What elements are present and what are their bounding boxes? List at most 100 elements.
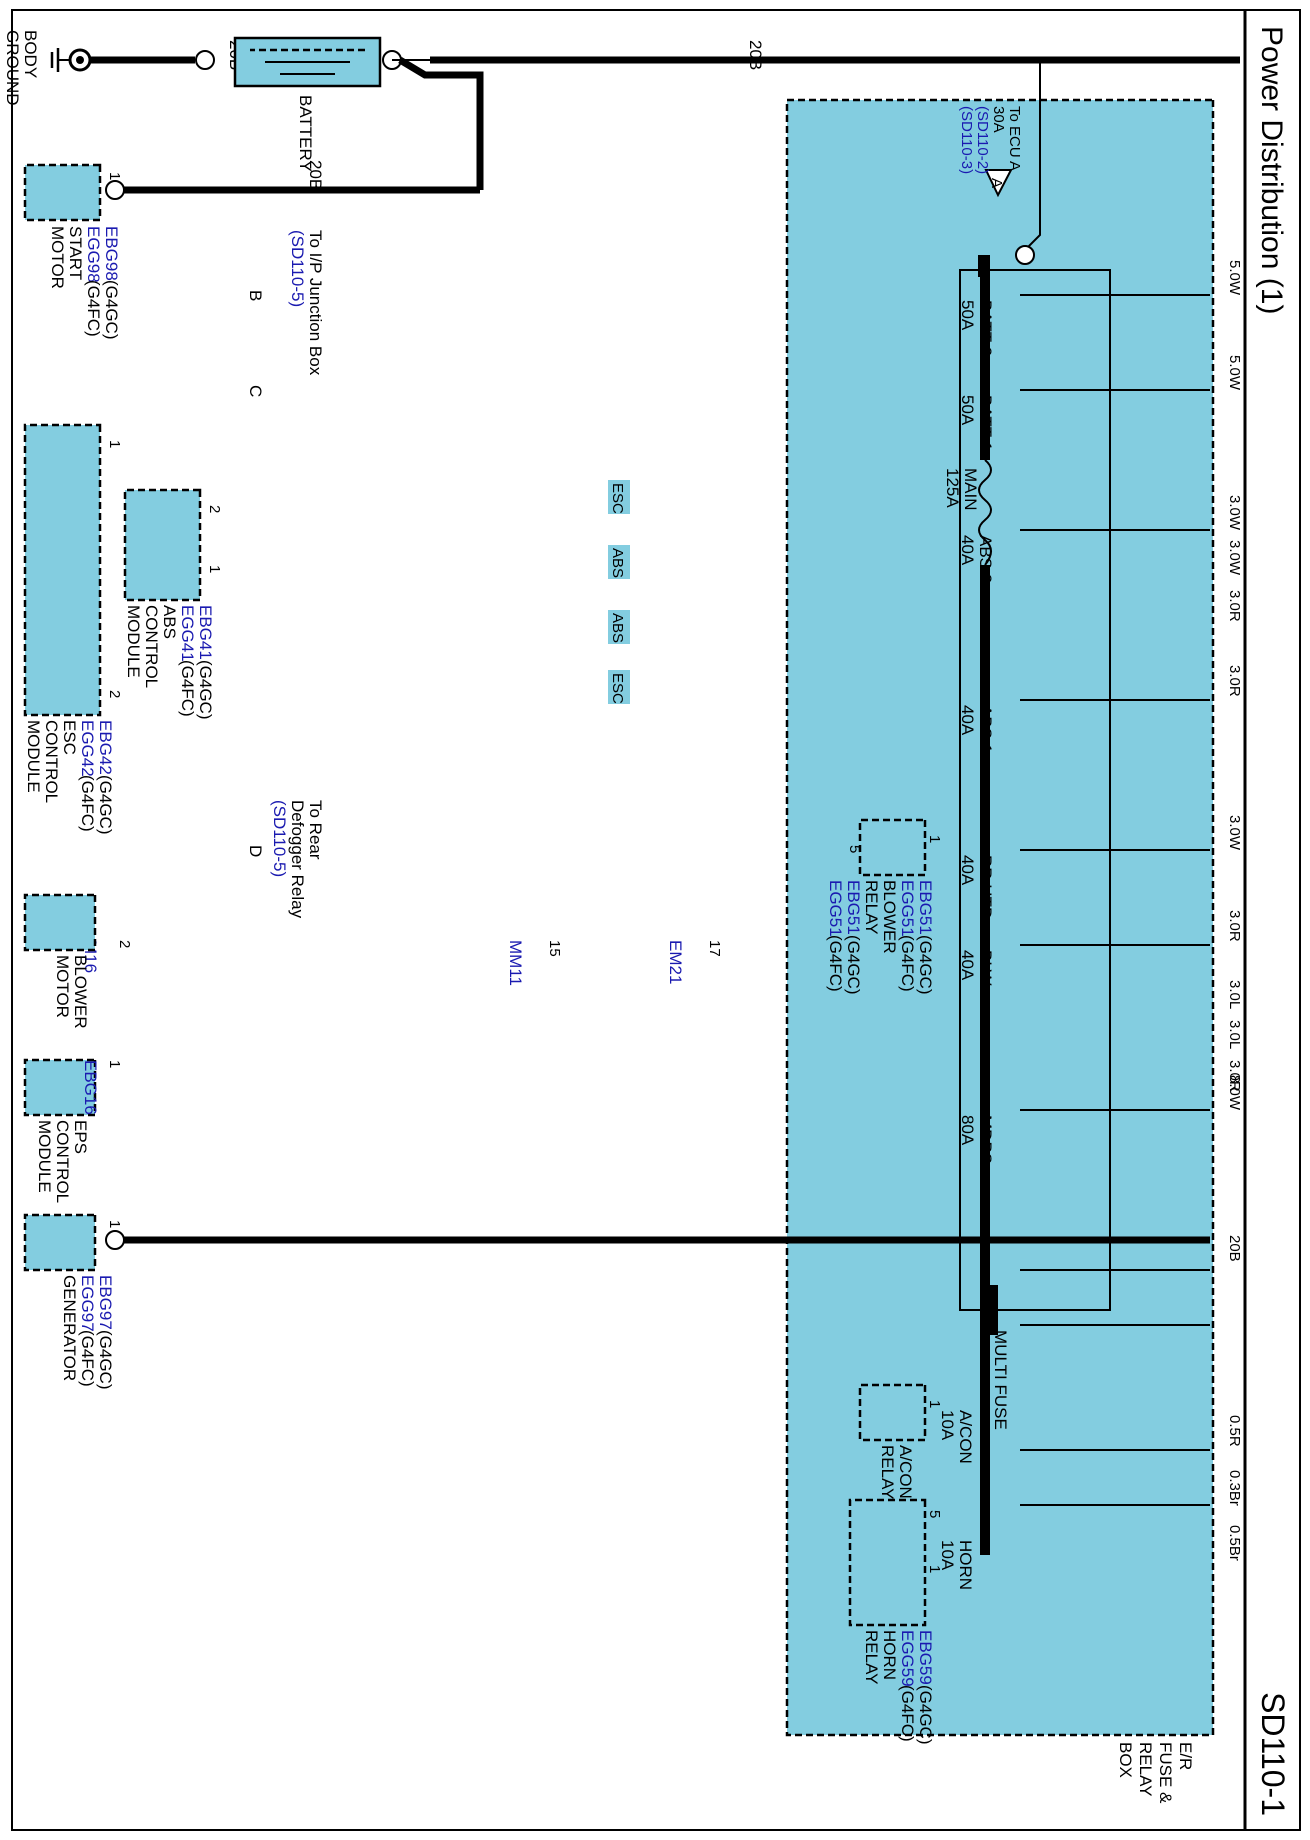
- rear-defogger-name-1: To Rear: [306, 800, 325, 860]
- box-name-line3: RELAY: [1136, 1742, 1155, 1797]
- acon-relay-name-1: A/CON: [896, 1445, 915, 1499]
- start-motor-pin: 1: [106, 172, 123, 180]
- acon-relay: [858, 1383, 927, 1442]
- esc-conn2: EGG42: [78, 720, 97, 777]
- wire-abs-top: 3.0W: [1226, 540, 1243, 576]
- page-title: Power Distribution (1): [1255, 26, 1288, 314]
- sheet-id: SD110-1: [1255, 1692, 1291, 1816]
- ecu-a-name-1: To ECU A: [1006, 106, 1023, 171]
- acon-relay-pin: 1: [926, 1400, 943, 1408]
- blower-conn-out1-var: (G4GC): [844, 935, 863, 995]
- generator-conn1-var: (G4GC): [96, 1330, 115, 1390]
- blower-conn-out2: EGG51: [826, 880, 845, 937]
- fuse-blw-name: BLW: [976, 950, 995, 986]
- wire-batt1: 5.0W: [1226, 355, 1243, 391]
- wire-batt2: 5.0W: [1226, 260, 1243, 296]
- ip-junction-letter-b: B: [246, 290, 265, 301]
- fuse-horn-rating: 10A: [938, 1540, 957, 1571]
- generator-terminal: [105, 1230, 125, 1250]
- tag-esc-bottom: [608, 670, 630, 704]
- fuse-batt2-name: BATT 2: [976, 300, 995, 356]
- horn-conn1-var: (G4GC): [916, 1685, 935, 1745]
- abs-name-3: MODULE: [124, 605, 143, 678]
- rear-defogger-ref: (SD110-5): [270, 800, 289, 877]
- wire-abs-bottom: 3.0R: [1226, 665, 1243, 697]
- wire-mdps: 8.0W: [1226, 1075, 1243, 1111]
- tag-esc-top-text: ESC: [609, 483, 626, 514]
- eps-pin: 1: [106, 1060, 123, 1068]
- esc-pin-bottom: 2: [106, 690, 123, 698]
- ip-junction-ref: (SD110-5): [288, 230, 307, 307]
- fuse-main-name: MAIN: [961, 468, 980, 511]
- eps-name-2: CONTROL: [53, 1120, 72, 1203]
- eps-conn: EBG16: [81, 1060, 100, 1115]
- battery-neg-terminal: [195, 50, 215, 70]
- horn-relay-name-2: RELAY: [862, 1630, 881, 1685]
- ip-junction-letter-c: C: [246, 385, 265, 397]
- battery-label: BATTERY: [296, 95, 315, 172]
- start-motor-wire-label: 20B: [306, 160, 325, 190]
- wire-esc-top: 3.0W: [1226, 495, 1243, 531]
- battery-pos-wire-label: 20B: [746, 40, 765, 70]
- blower-conn-out1: EBG51: [844, 880, 863, 935]
- eps-name-1: EPS: [71, 1120, 90, 1154]
- blower-motor-name-1: BLOWER: [71, 955, 90, 1029]
- rear-defogger-name-2: Defogger Relay: [288, 800, 307, 919]
- blower-relay-pin-in: 1: [926, 835, 943, 843]
- wire-horn2: 0.5Br: [1226, 1525, 1243, 1561]
- ip-junction-name: To I/P Junction Box: [306, 230, 325, 376]
- start-motor-conn2: EGG98: [84, 226, 103, 283]
- fuse-abs1-rating: 40A: [958, 705, 977, 736]
- tag-esc-bottom-text: ESC: [609, 673, 626, 704]
- blower-conn-in2-var: (G4FC): [898, 935, 917, 992]
- horn-relay-name-1: HORN: [880, 1630, 899, 1680]
- fuse-main-rating: 125A: [943, 468, 962, 508]
- abs-pin-bottom: 1: [206, 565, 223, 573]
- abs-pin-top: 2: [206, 505, 223, 513]
- blower-relay-pin-out: 5: [846, 845, 863, 853]
- tag-abs-bottom: [608, 610, 630, 644]
- tag-abs-top: [608, 545, 630, 579]
- battery-start-wire: [398, 56, 484, 190]
- generator-pin: 1: [106, 1220, 123, 1228]
- horn-relay: [848, 1498, 927, 1627]
- fuse-mdps-name: MDPS: [976, 1115, 995, 1164]
- blower-relay: [858, 818, 927, 877]
- acon-relay-name-2: RELAY: [878, 1445, 897, 1500]
- wire-horn1: 0.3Br: [1226, 1470, 1243, 1506]
- abs-control-module: [123, 488, 202, 602]
- blower-motor-name-2: MOTOR: [53, 955, 72, 1018]
- body-ground-label-2: GROUND: [3, 30, 22, 106]
- ecu-a-name-2: 30A: [990, 106, 1007, 133]
- bus-input-terminal: [1015, 245, 1035, 265]
- esc-pin-top: 1: [106, 440, 123, 448]
- m16-pin: 2: [116, 940, 133, 948]
- eps-control-module: [23, 1058, 97, 1117]
- start-motor-conn1-var: (G4GC): [102, 280, 121, 340]
- box-name-line2: FUSE &: [1156, 1742, 1175, 1804]
- blower-conn-out2-var: (G4FC): [826, 935, 845, 992]
- fuse-abs2-rating: 40A: [958, 535, 977, 566]
- horn-conn2-var: (G4FC): [898, 1685, 917, 1742]
- fuse-abs1-name: ABS 1: [976, 705, 995, 753]
- start-motor-name-1: START: [66, 226, 85, 280]
- em21-name: EM21: [666, 940, 685, 984]
- fuse-acon-rating: 10A: [938, 1410, 957, 1441]
- fuse-abs2-name: ABS 2: [976, 535, 995, 583]
- rear-defogger-letter: D: [246, 845, 265, 857]
- tag-abs-top-text: ABS: [609, 548, 626, 578]
- bus-end-top: [978, 255, 990, 277]
- esc-name-1: ESC: [60, 720, 79, 755]
- wire-blw: 3.0R: [1226, 910, 1243, 942]
- fuse-horn-name: HORN: [956, 1540, 975, 1590]
- blower-relay-name-2: RELAY: [862, 880, 881, 935]
- abs-name-1: ABS: [160, 605, 179, 639]
- fuse-rrhtd-rating: 40A: [958, 855, 977, 886]
- fuse-acon-name: A/CON: [956, 1410, 975, 1464]
- esc-name-3: MODULE: [24, 720, 43, 793]
- abs-conn1: EBG41: [196, 605, 215, 660]
- esc-name-2: CONTROL: [42, 720, 61, 803]
- esc-control-module: [23, 423, 102, 717]
- esc-conn1-var: (G4GC): [96, 775, 115, 835]
